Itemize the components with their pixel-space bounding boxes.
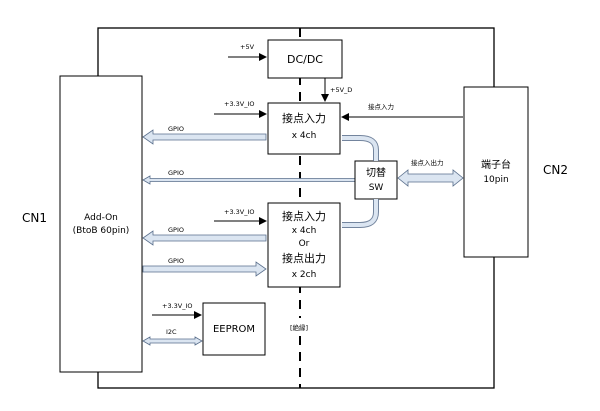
addon-sublabel: (BtoB 60pin) — [73, 226, 130, 236]
p33-eeprom-label: +3.3V_IO — [162, 302, 193, 310]
i2c-label: I2C — [166, 328, 177, 336]
contact-in-label: 接点入力 — [368, 102, 394, 111]
switch-sublabel: SW — [369, 183, 384, 193]
contact-output-sublabel: x 2ch — [292, 270, 317, 280]
contact-input-block-1 — [267, 102, 341, 155]
addon-label: Add-On — [84, 213, 118, 223]
cn1-label: CN1 — [22, 211, 47, 225]
p5v-label: +5V — [240, 43, 255, 51]
terminal-block — [463, 86, 529, 258]
gpio-3-label: GPIO — [168, 226, 184, 234]
contact-input-2-sublabel: x 4ch — [292, 226, 317, 236]
i2c-arrow — [142, 336, 203, 346]
gpio-arrow-4 — [142, 261, 267, 277]
contact-input-1-label: 接点入力 — [282, 112, 326, 125]
eeprom-block — [202, 302, 266, 356]
isolation-label: [絶縁] — [290, 323, 308, 332]
gpio-arrow-3 — [142, 230, 267, 246]
contact-io-arrow — [397, 169, 464, 187]
gpio-arrow-2 — [142, 175, 356, 185]
cn2-label: CN2 — [543, 163, 568, 177]
contact-or-label: Or — [299, 239, 310, 249]
terminal-sublabel: 10pin — [483, 175, 508, 185]
p33-in1-label: +3.3V_IO — [224, 100, 255, 108]
switch-link-lower-fill — [342, 199, 378, 227]
switch-link-upper-fill — [342, 136, 378, 161]
p33-in2-label: +3.3V_IO — [224, 208, 255, 216]
contact-input-2-label: 接点入力 — [282, 210, 326, 223]
switch-block — [354, 160, 398, 200]
gpio-arrow-1 — [142, 129, 267, 145]
gpio-2-label: GPIO — [168, 169, 184, 177]
dcdc-block — [267, 39, 343, 79]
gpio-4-label: GPIO — [168, 257, 184, 265]
eeprom-label: EEPROM — [213, 324, 255, 335]
p5v-d-label: +5V_D — [330, 86, 352, 94]
dcdc-label: DC/DC — [287, 53, 323, 66]
contact-io-label: 接点入出力 — [411, 158, 444, 167]
addon-block — [59, 75, 143, 373]
contact-input-1-sublabel: x 4ch — [292, 131, 317, 141]
contact-io-block-2 — [267, 202, 341, 288]
contact-output-label: 接点出力 — [282, 251, 326, 265]
switch-label: 切替 — [366, 166, 386, 179]
gpio-1-label: GPIO — [168, 125, 184, 133]
terminal-label: 端子台 — [481, 158, 511, 171]
